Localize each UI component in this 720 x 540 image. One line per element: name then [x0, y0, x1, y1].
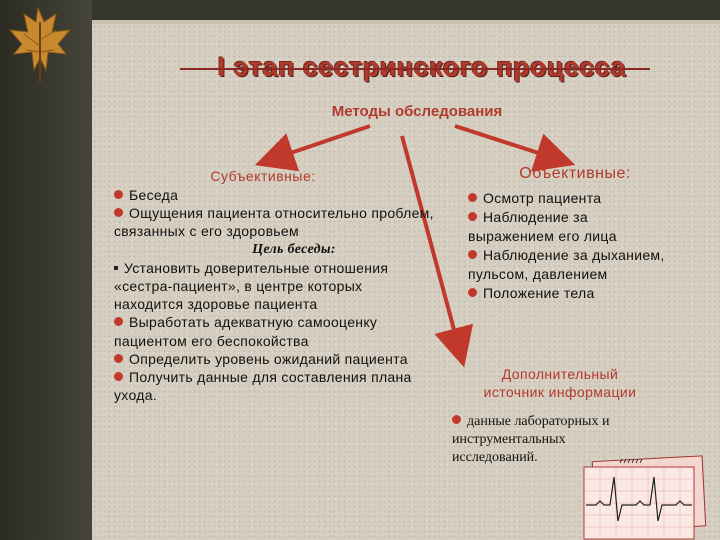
- objective-list: Осмотр пациента Наблюдение за выражением…: [468, 189, 668, 303]
- additional-heading: Дополнительный источник информации: [470, 365, 650, 401]
- arrow-to-objective: [455, 126, 560, 160]
- bullet-icon: [468, 250, 477, 259]
- ecg-strip-icon: [580, 455, 708, 540]
- list-item: Положение тела: [468, 284, 668, 303]
- objective-heading: Объективные:: [500, 165, 650, 183]
- list-item: Выработать адекватную самооценку пациент…: [114, 313, 434, 349]
- list-item: Осмотр пациента: [468, 189, 668, 208]
- subjective-heading: Субъективные:: [178, 168, 348, 184]
- bullet-icon: [468, 288, 477, 297]
- list-item: Беседа: [114, 186, 434, 204]
- bullet-icon: [468, 193, 477, 202]
- square-bullet-icon: [114, 266, 118, 270]
- list-item: Определить уровень ожиданий пациента: [114, 350, 434, 368]
- list-item: Получить данные для составления плана ух…: [114, 368, 434, 404]
- list-item: Ощущения пациента относительно проблем, …: [114, 204, 434, 240]
- arrow-to-subjective: [270, 126, 370, 160]
- subjective-list: Беседа Ощущения пациента относительно пр…: [114, 186, 434, 404]
- bullet-icon: [452, 415, 461, 424]
- bullet-icon: [114, 317, 123, 326]
- bullet-icon: [114, 208, 123, 217]
- bullet-icon: [114, 372, 123, 381]
- list-item: Наблюдение за дыханием, пульсом, давлени…: [468, 246, 668, 284]
- goal-label: Цель беседы:: [114, 241, 434, 259]
- bullet-icon: [114, 354, 123, 363]
- bullet-icon: [114, 190, 123, 199]
- list-item: Наблюдение за выражением его лица: [468, 208, 668, 246]
- bullet-icon: [468, 212, 477, 221]
- list-item: Установить доверительные отношения «сест…: [114, 259, 434, 314]
